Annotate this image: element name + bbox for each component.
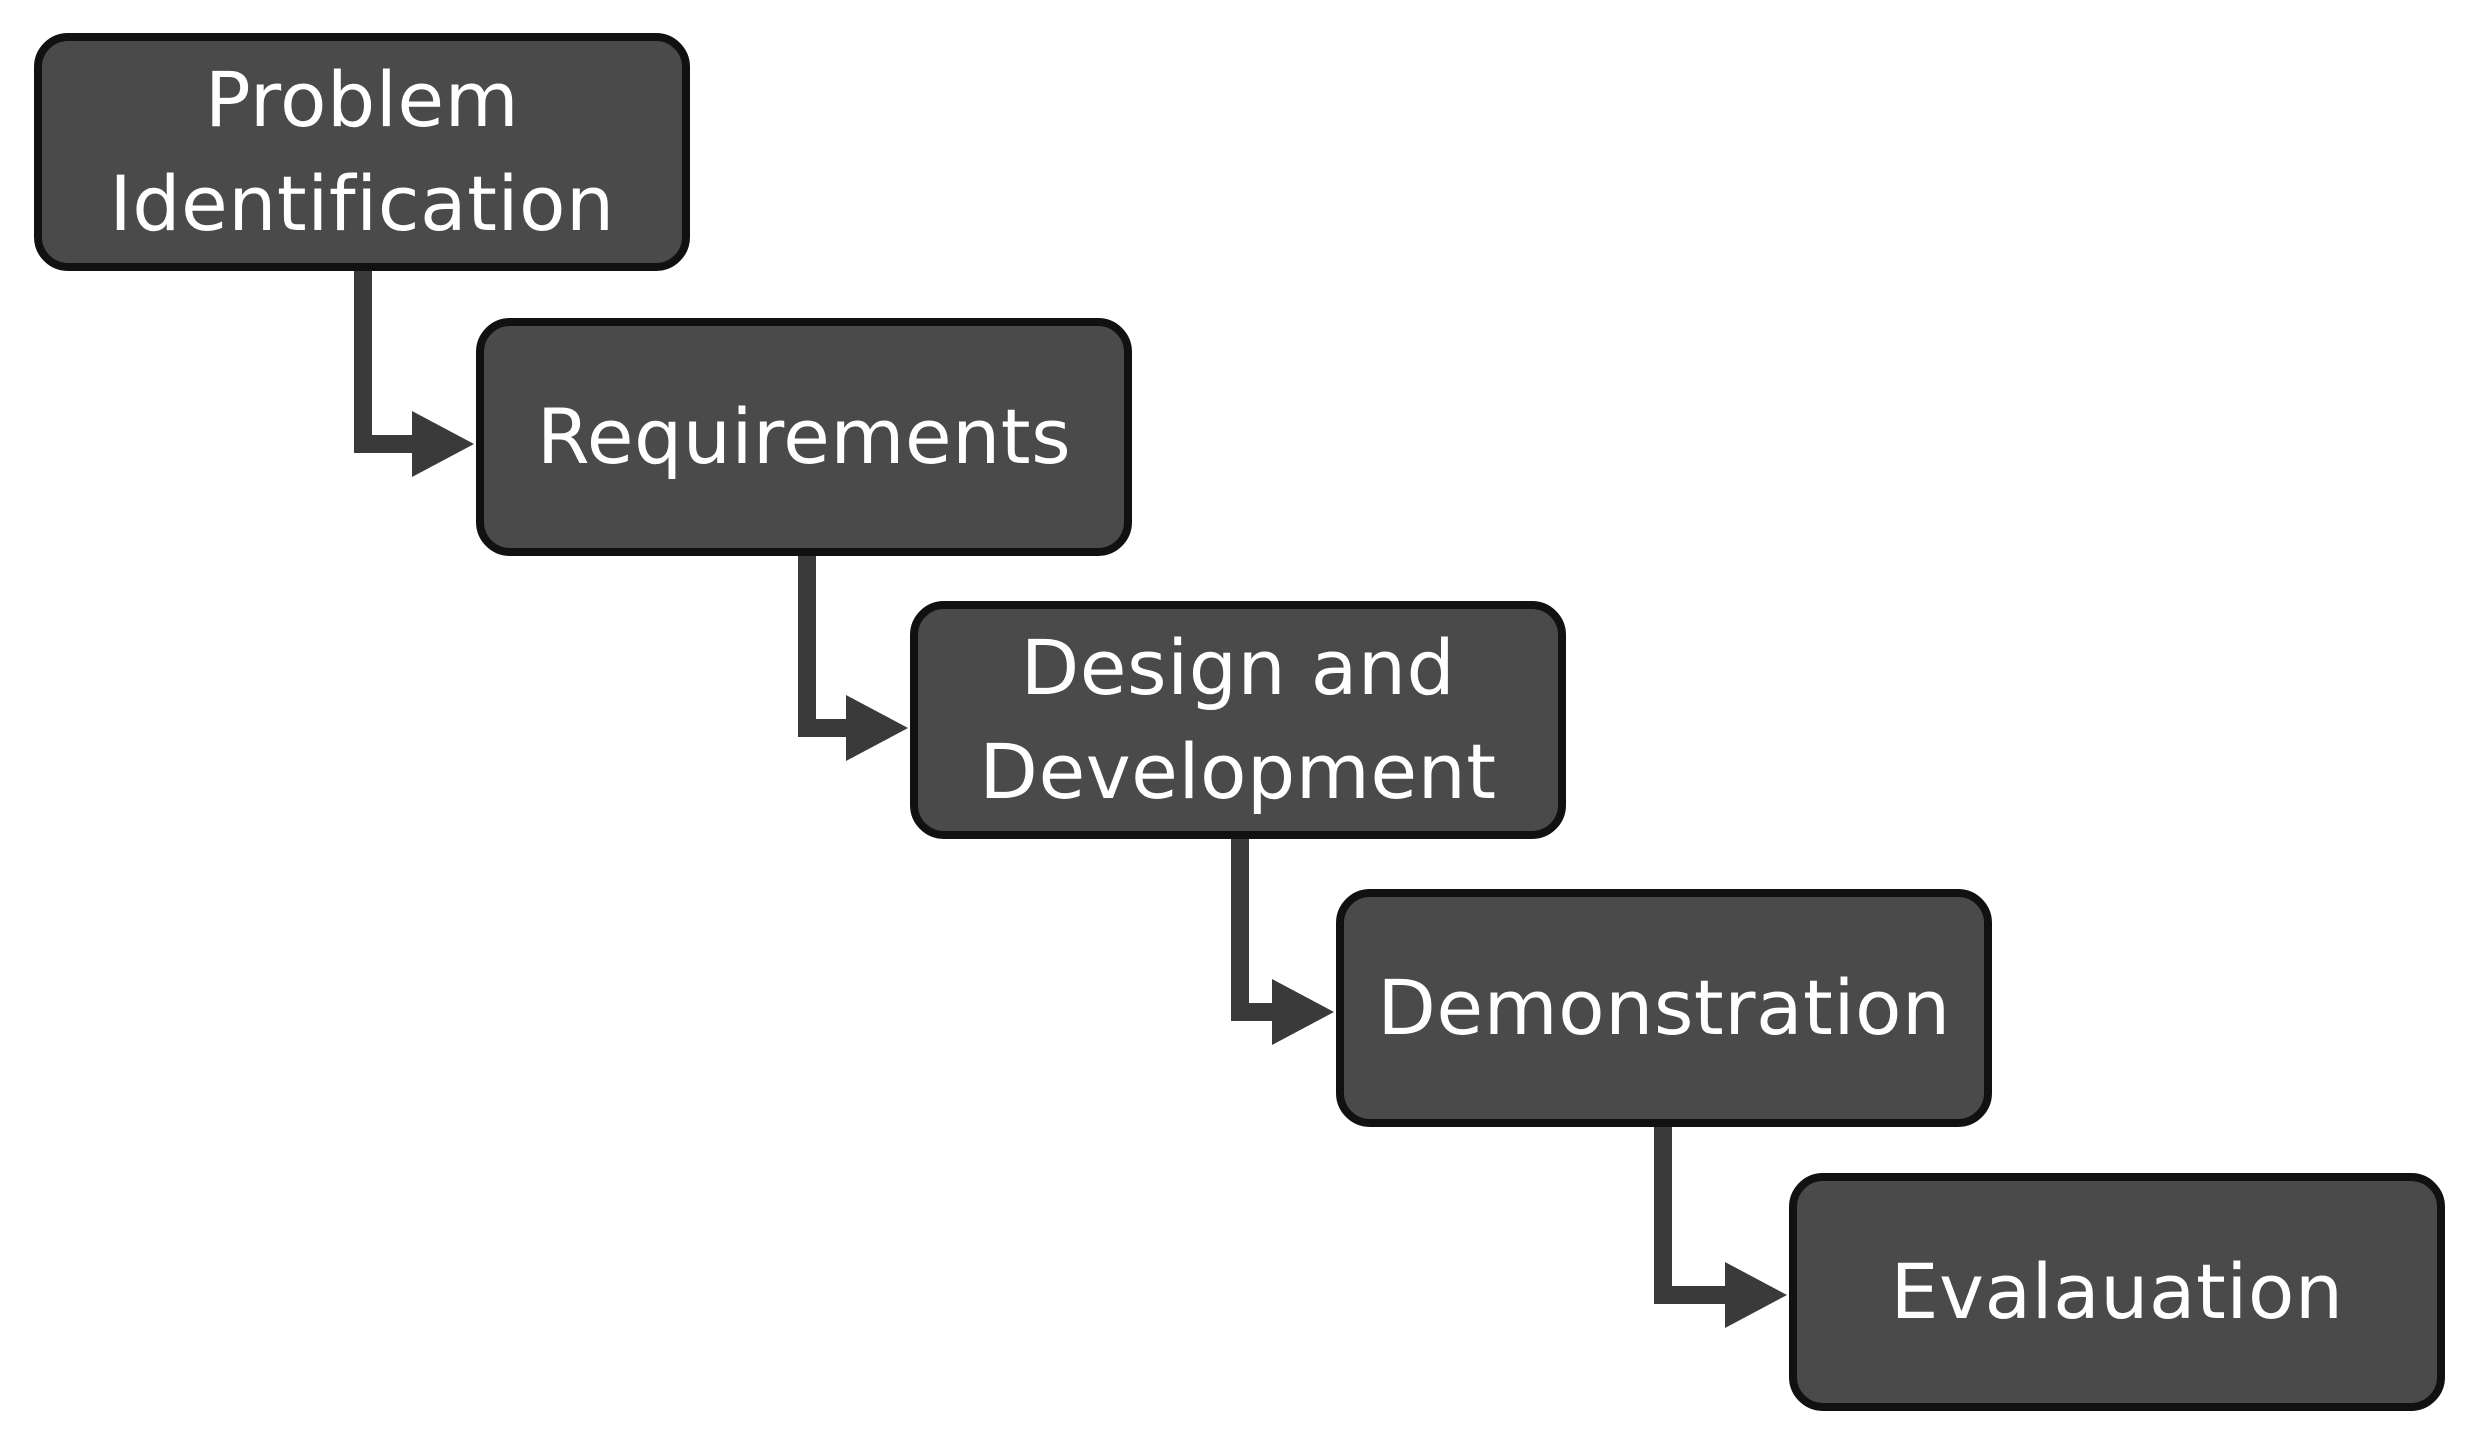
step-label: Design and Development <box>979 623 1497 816</box>
step-label: Requirements <box>536 392 1072 481</box>
connector-arrow-3 <box>1231 839 1334 1045</box>
step-evaluation: Evalauation <box>1789 1173 2445 1411</box>
connector-arrow-1 <box>354 271 474 477</box>
step-design-and-development: Design and Development <box>910 601 1566 839</box>
step-label: Problem Identification <box>109 55 615 248</box>
connector-arrow-2 <box>798 556 908 761</box>
step-problem-identification: Problem Identification <box>34 33 690 271</box>
step-label: Demonstration <box>1377 963 1951 1052</box>
connector-arrow-4 <box>1654 1127 1787 1328</box>
step-label: Evalauation <box>1890 1247 2344 1336</box>
step-requirements: Requirements <box>476 318 1132 556</box>
step-demonstration: Demonstration <box>1336 889 1992 1127</box>
